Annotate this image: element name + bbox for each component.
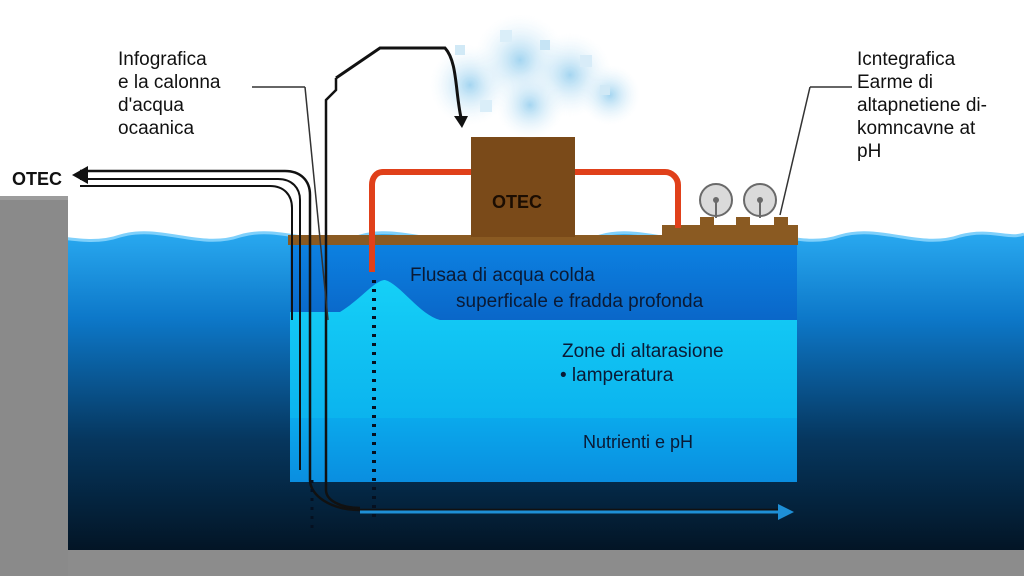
vapour-cloud-icon <box>430 14 640 139</box>
platform-deck <box>662 225 798 237</box>
zone-1-line-2: superficale e fradda profonda <box>456 291 704 312</box>
warm-water-pipe <box>369 169 681 272</box>
left-annotation: Infografica e la calonna d'acqua ocaanic… <box>118 49 221 139</box>
zone-3-label: Nutrienti e pH <box>583 432 694 452</box>
arrow-right-icon <box>360 504 794 520</box>
zone-2-line-2: • lamperatura <box>560 365 674 386</box>
otec-plant <box>471 137 575 237</box>
otec-side-label: OTEC <box>12 169 63 189</box>
pipe-outer <box>80 169 780 512</box>
satellite-dish-icon <box>743 183 777 218</box>
zone-1-line-1: Flusaa di acqua colda <box>410 265 595 286</box>
pipe-middle <box>80 178 301 470</box>
arrow-left-icon <box>72 166 88 184</box>
pipe-inner <box>80 185 293 320</box>
basin-deep-layer <box>290 418 797 482</box>
basin-thermocline-layer <box>290 280 797 420</box>
shore-wall <box>0 196 68 576</box>
platform <box>288 235 798 245</box>
zone-2-line-1: Zone di altarasione <box>562 341 724 362</box>
right-annotation: Icntegrafica Earme di altapnetiene di- k… <box>857 49 987 162</box>
seabed <box>0 550 1024 576</box>
satellite-dish-icon <box>699 183 733 218</box>
flow-arrow-to-cloud <box>335 46 464 123</box>
pipe-vertical <box>324 78 361 510</box>
otec-plant-label: OTEC <box>492 192 543 212</box>
